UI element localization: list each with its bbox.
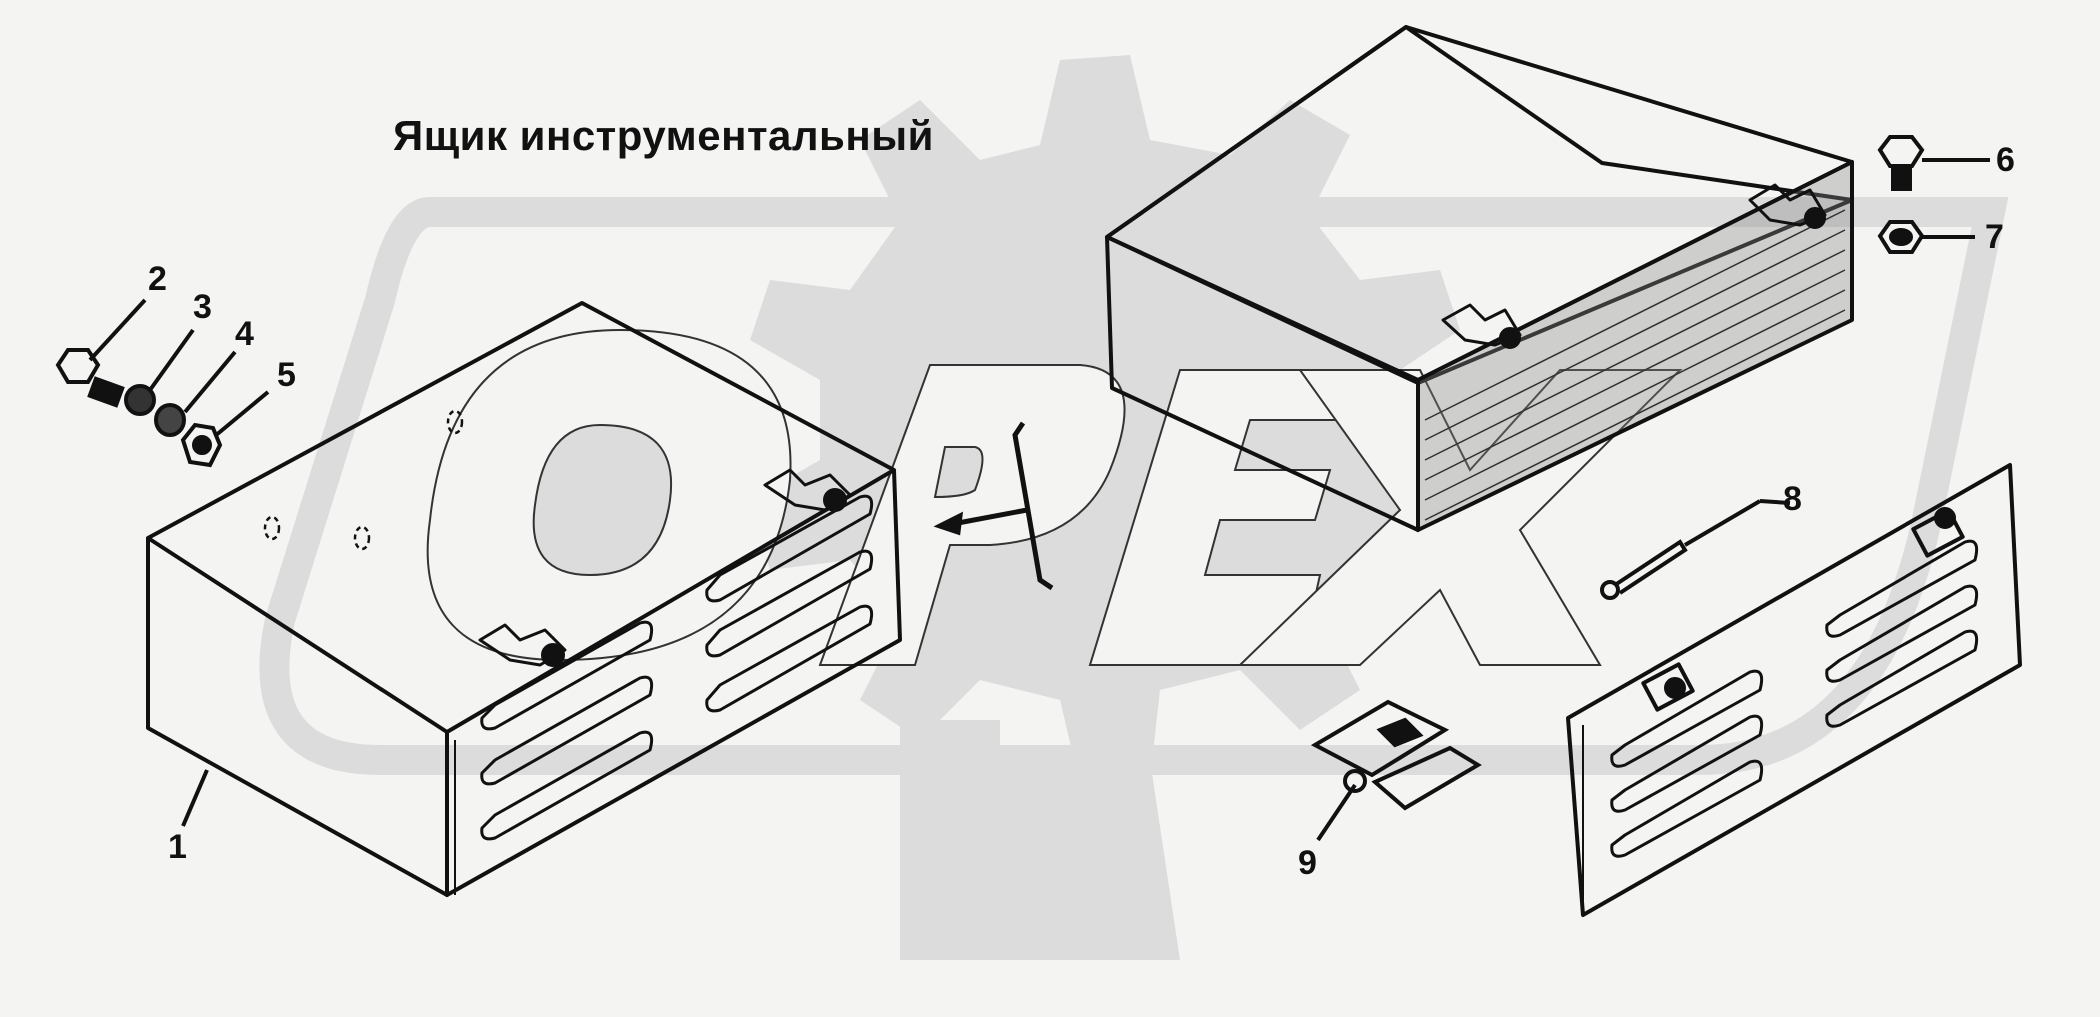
toolbox-body-drawing: [146, 301, 902, 897]
callout-2: 2: [148, 260, 167, 298]
callout-7: 7: [1985, 218, 2004, 256]
callout-5: 5: [277, 356, 296, 394]
diagram-title: Ящик инструментальный: [393, 112, 934, 159]
fasteners-2-5-drawing: [55, 348, 223, 468]
pin-drawing: [1600, 499, 1762, 600]
callout-6: 6: [1996, 141, 2015, 179]
callout-8: 8: [1783, 480, 1802, 518]
hinge-drawing: [1310, 699, 1482, 811]
callout-3: 3: [193, 288, 212, 326]
arrow-icon: [933, 421, 1054, 591]
callout-1: 1: [168, 828, 187, 866]
callout-9: 9: [1298, 844, 1317, 882]
watermark-gear-icon: [750, 55, 1470, 960]
fasteners-6-7-drawing: [1877, 135, 1925, 254]
watermark-frame: [259, 197, 2009, 775]
callout-4: 4: [235, 315, 254, 353]
lid-panel-drawing: [1566, 463, 2022, 917]
toolbox-open-drawing: [1105, 25, 1854, 532]
leader-lines: [88, 158, 1990, 842]
